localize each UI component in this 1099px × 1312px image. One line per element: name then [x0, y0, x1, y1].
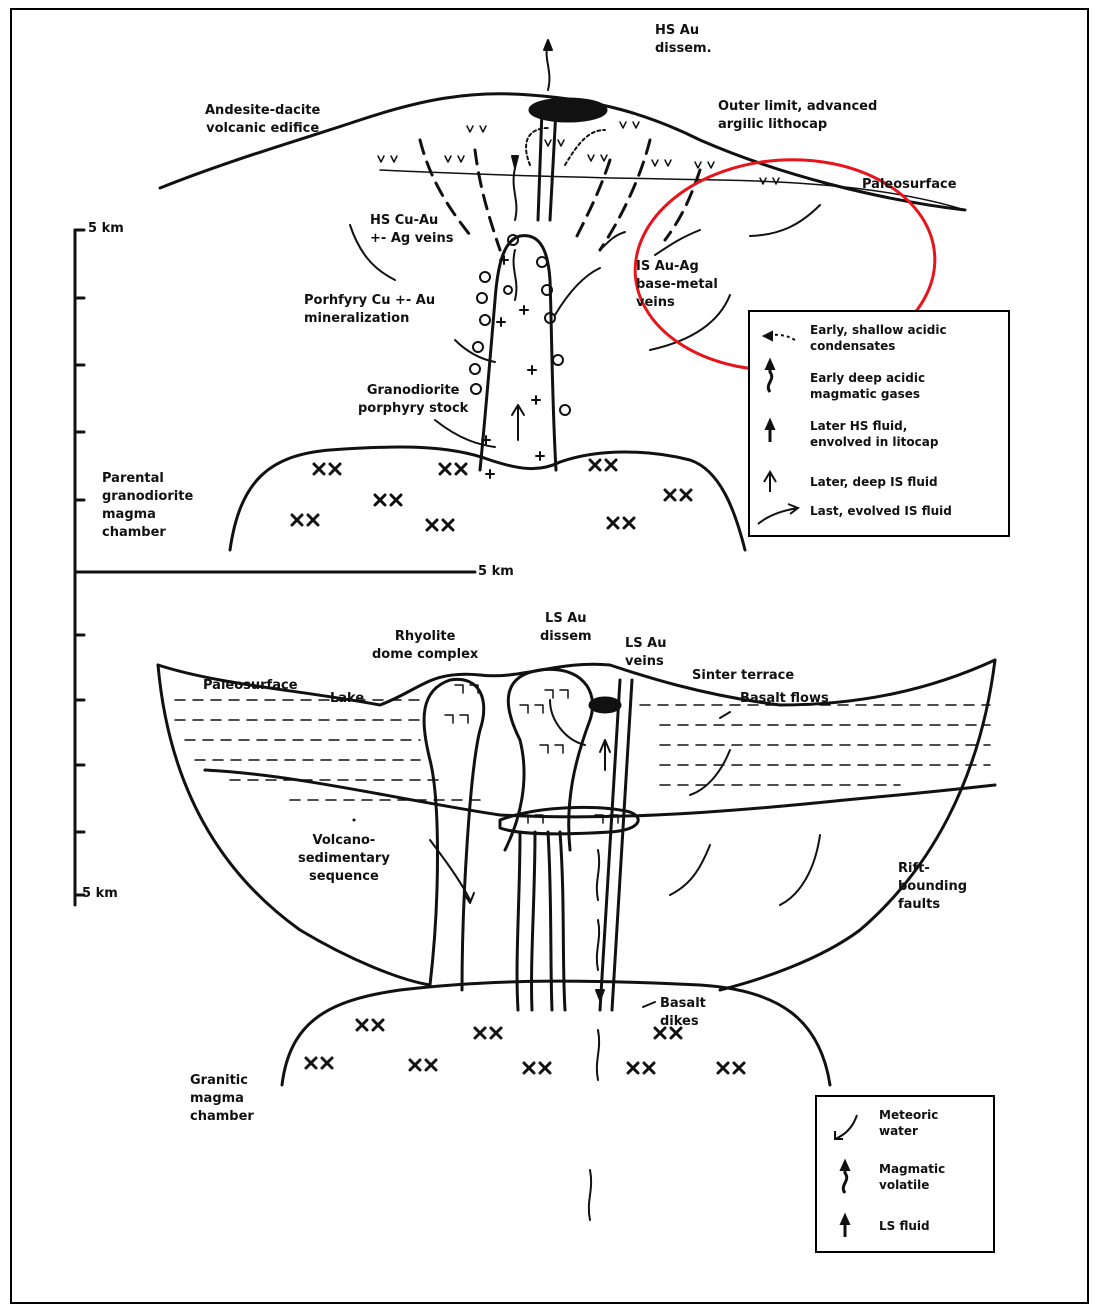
label-is-au-ag: IS Au-Ag base-metal veins — [636, 258, 718, 312]
label-basalt-dikes: Basalt dikes — [660, 995, 706, 1031]
label-lake: Lake — [330, 690, 364, 708]
label-ls-au-veins: LS Au veins — [625, 635, 667, 671]
label-ls-au-dissem: LS Au dissem — [540, 610, 592, 646]
central-conduit-2 — [538, 110, 542, 220]
label-paleosurface-top: Paleosurface — [862, 176, 957, 194]
legend-top-item-3: Later HS fluid, envolved in litocap — [810, 418, 938, 450]
xx-marks-top — [292, 460, 691, 530]
lithocap-dashes — [420, 140, 700, 250]
legend-bottom-item-2: Magmatic volatile — [879, 1161, 945, 1193]
label-rhyolite-dome: Rhyolite dome complex — [372, 628, 478, 664]
legend-top-item-1: Early, shallow acidic condensates — [810, 322, 947, 354]
basalt-dikes-leader — [643, 1002, 655, 1007]
granitic-magma-chamber — [282, 981, 830, 1085]
label-paleosurface-bottom: Paleosurface — [203, 677, 298, 695]
central-conduit — [550, 110, 556, 220]
rift-basin-outline — [158, 665, 430, 985]
volcano-sed-base — [205, 770, 995, 817]
open-arrow-icon — [764, 472, 776, 492]
scale-label-bottom: 5 km — [82, 885, 118, 903]
rift-basin-outline-right — [720, 660, 995, 990]
legend-bottom-item-3: LS fluid — [879, 1218, 930, 1234]
legend-top: Early, shallow acidic condensates Early … — [748, 310, 1010, 537]
label-sinter-terrace: Sinter terrace — [692, 667, 794, 685]
sinter-leader — [720, 712, 730, 718]
label-rift-faults: Rift- bounding faults — [898, 860, 967, 914]
label-porphyry-mineralization: Porhfyry Cu +- Au mineralization — [304, 292, 435, 328]
label-outer-limit-lithocap: Outer limit, advanced argilic lithocap — [718, 98, 877, 134]
legend-bottom-item-1: Meteoric water — [879, 1107, 938, 1139]
legend-top-item-4: Later, deep IS fluid — [810, 474, 938, 490]
scale-label-top: 5 km — [88, 220, 124, 238]
label-hs-au-dissem: HS Au dissem. — [655, 22, 712, 58]
legend-bottom: Meteoric water Magmatic volatile LS flui… — [815, 1095, 995, 1253]
legend-top-item-2: Early deep acidic magmatic gases — [810, 370, 925, 402]
depth-scale-bar — [75, 230, 475, 905]
rhyolite-dome — [424, 679, 484, 990]
label-volcano-sedimentary: Volcano- sedimentary sequence — [298, 832, 390, 886]
scale-label-mid: 5 km — [478, 563, 514, 581]
label-parental-chamber: Parental granodiorite magma chamber — [102, 470, 193, 542]
dikes-bottom — [517, 832, 565, 1010]
label-hs-cu-au: HS Cu-Au +- Ag veins — [370, 212, 453, 248]
curved-open-arrow-icon — [758, 504, 798, 524]
meteoric-arrow-icon — [835, 1115, 857, 1139]
legend-top-item-5: Last, evolved IS fluid — [810, 503, 952, 519]
ls-au-deposit — [590, 698, 620, 712]
basalt-dike — [600, 680, 632, 1010]
label-granitic-chamber: Granitic magma chamber — [190, 1072, 254, 1126]
label-andesite-edifice: Andesite-dacite volcanic edifice — [205, 102, 320, 138]
sediment-dashes — [175, 700, 990, 800]
label-basalt-flows: Basalt flows — [740, 690, 829, 708]
label-granodiorite-stock: Granodiorite porphyry stock — [358, 382, 468, 418]
rhyolite-dome-2 — [505, 669, 593, 850]
